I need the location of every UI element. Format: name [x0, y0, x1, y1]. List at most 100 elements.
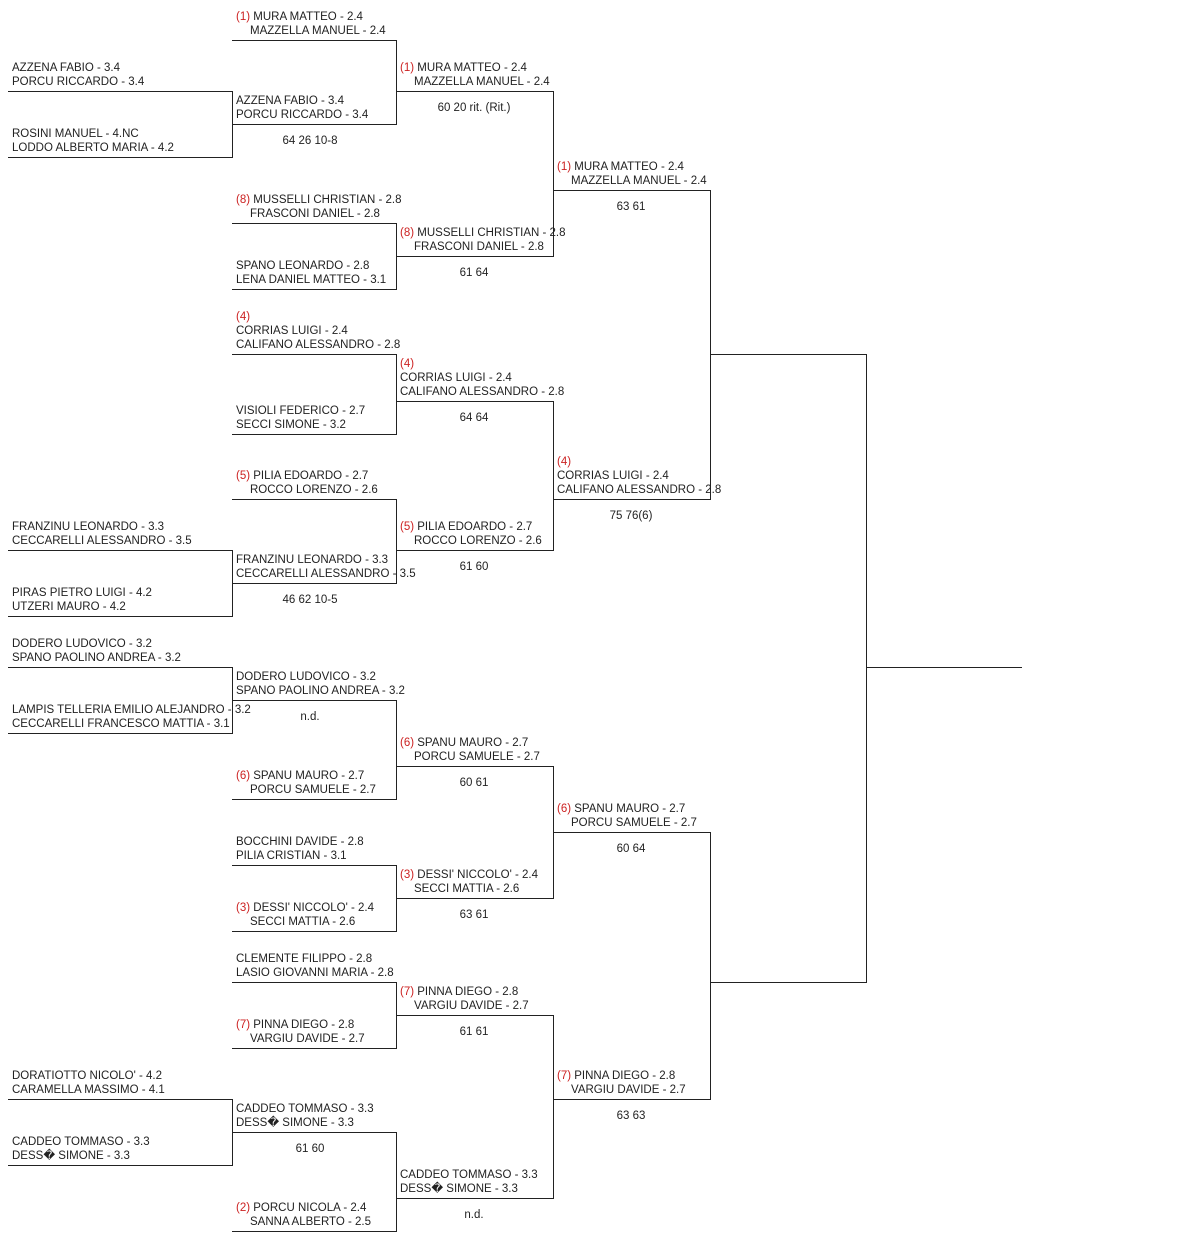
player-name: PORCU SAMUELE - 2.7 — [557, 816, 697, 830]
player-text: FRASCONI DANIEL - 2.8 — [414, 241, 544, 253]
player-name: (6) SPANU MAURO - 2.7 — [400, 736, 540, 750]
player-name: DESS� SIMONE - 3.3 — [236, 1116, 374, 1130]
player-name: LODDO ALBERTO MARIA - 4.2 — [12, 141, 174, 155]
player-text: CECCARELLI ALESSANDRO - 3.5 — [236, 568, 416, 580]
player-name: DESS� SIMONE - 3.3 — [12, 1149, 150, 1163]
champion-line — [866, 667, 1022, 668]
player-name: (8) MUSSELLI CHRISTIAN - 2.8 — [400, 226, 566, 240]
seed-label: (3) — [400, 869, 415, 881]
semifinal-line — [553, 832, 710, 833]
round16-line — [232, 1132, 396, 1133]
player-text: PILIA CRISTIAN - 3.1 — [236, 850, 347, 862]
player-text: SECCI MATTIA - 2.6 — [250, 916, 356, 928]
player-text: SPANU MAURO - 2.7 — [417, 737, 529, 749]
seed-label: (7) — [557, 1070, 572, 1082]
first-round-line — [8, 91, 232, 92]
player-text: SPANO PAOLINO ANDREA - 3.2 — [236, 685, 405, 697]
match-score: 64 26 10-8 — [282, 135, 338, 147]
player-name: CALIFANO ALESSANDRO - 2.8 — [557, 483, 721, 497]
player-name: DODERO LUDOVICO - 3.2 — [12, 637, 181, 651]
player-name: ROCCO LORENZO - 2.6 — [400, 534, 542, 548]
player-name: ROCCO LORENZO - 2.6 — [236, 483, 378, 497]
seed-label: (5) — [400, 521, 415, 533]
round16-line — [232, 40, 396, 41]
semifinal-connector — [710, 832, 711, 1100]
player-text: PILIA EDOARDO - 2.7 — [417, 521, 533, 533]
seed-label: (1) — [236, 11, 251, 23]
seed-label: (4) — [400, 358, 415, 370]
player-text: ROCCO LORENZO - 2.6 — [250, 484, 378, 496]
first-round-line — [8, 733, 232, 734]
seed-label: (2) — [236, 1202, 251, 1214]
seed-label: (5) — [236, 470, 251, 482]
player-text: FRASCONI DANIEL - 2.8 — [250, 208, 380, 220]
player-name: CLEMENTE FILIPPO - 2.8 — [236, 952, 394, 966]
player-name: (7) PINNA DIEGO - 2.8 — [236, 1018, 365, 1032]
semifinal-connector — [710, 190, 711, 500]
player-text: CORRIAS LUIGI - 2.4 — [400, 372, 512, 384]
match-score: 61 61 — [459, 1026, 489, 1038]
player-text: PORCU SAMUELE - 2.7 — [250, 784, 376, 796]
match-score: 61 60 — [459, 561, 489, 573]
player-text: CALIFANO ALESSANDRO - 2.8 — [557, 484, 722, 496]
player-text: MAZZELLA MANUEL - 2.4 — [571, 175, 707, 187]
player-name: (3) DESSI' NICCOLO' - 2.4 — [236, 901, 374, 915]
player-name: CARAMELLA MASSIMO - 4.1 — [12, 1083, 165, 1097]
round16-line — [232, 223, 396, 224]
player-text: LENA DANIEL MATTEO - 3.1 — [236, 274, 387, 286]
quarterfinal-line — [396, 256, 553, 257]
quarterfinal-line — [396, 1198, 553, 1199]
match-score: 60 61 — [459, 777, 489, 789]
player-text: CALIFANO ALESSANDRO - 2.8 — [236, 339, 401, 351]
player-name: CORRIAS LUIGI - 2.4 — [400, 371, 564, 385]
player-text: PINNA DIEGO - 2.8 — [253, 1019, 355, 1031]
player-name: DORATIOTTO NICOLO' - 4.2 — [12, 1069, 165, 1083]
match-score: n.d. — [464, 1209, 484, 1221]
player-name: CADDEO TOMMASO - 3.3 — [400, 1168, 538, 1182]
player-text: CADDEO TOMMASO - 3.3 — [400, 1169, 538, 1181]
player-name: PILIA CRISTIAN - 3.1 — [236, 849, 364, 863]
round16-line — [232, 1048, 396, 1049]
seed-label: (4) — [557, 456, 572, 468]
player-name: PORCU RICCARDO - 3.4 — [236, 108, 368, 122]
player-text: LAMPIS TELLERIA EMILIO ALEJANDRO - 3.2 — [12, 704, 251, 716]
player-name: DODERO LUDOVICO - 3.2 — [236, 670, 405, 684]
match-score: 61 64 — [459, 267, 489, 279]
player-text: SECCI SIMONE - 3.2 — [236, 419, 346, 431]
player-name: VARGIU DAVIDE - 2.7 — [400, 999, 529, 1013]
player-name: (1) MURA MATTEO - 2.4 — [557, 160, 707, 174]
player-name: SPANO PAOLINO ANDREA - 3.2 — [236, 684, 405, 698]
player-text: AZZENA FABIO - 3.4 — [236, 95, 345, 107]
match-score: 63 61 — [616, 201, 646, 213]
player-text: DESS� SIMONE - 3.3 — [236, 1117, 354, 1129]
player-text: PORCU RICCARDO - 3.4 — [236, 109, 369, 121]
player-name: MAZZELLA MANUEL - 2.4 — [236, 24, 386, 38]
player-text: MUSSELLI CHRISTIAN - 2.8 — [253, 194, 402, 206]
player-text: SPANU MAURO - 2.7 — [253, 770, 365, 782]
player-text: CARAMELLA MASSIMO - 4.1 — [12, 1084, 165, 1096]
player-text: SECCI MATTIA - 2.6 — [414, 883, 520, 895]
player-text: UTZERI MAURO - 4.2 — [12, 601, 126, 613]
player-name: (6) SPANU MAURO - 2.7 — [236, 769, 376, 783]
round16-line — [232, 289, 396, 290]
player-name: UTZERI MAURO - 4.2 — [12, 600, 152, 614]
first-round-line — [8, 157, 232, 158]
player-name: CORRIAS LUIGI - 2.4 — [557, 469, 721, 483]
first-round-line — [8, 1165, 232, 1166]
seed-label: (8) — [400, 227, 415, 239]
player-text: MURA MATTEO - 2.4 — [253, 11, 363, 23]
match-score: 75 76(6) — [609, 510, 653, 522]
player-name: (5) PILIA EDOARDO - 2.7 — [236, 469, 378, 483]
player-text: PILIA EDOARDO - 2.7 — [253, 470, 369, 482]
seed-label: (7) — [236, 1019, 251, 1031]
